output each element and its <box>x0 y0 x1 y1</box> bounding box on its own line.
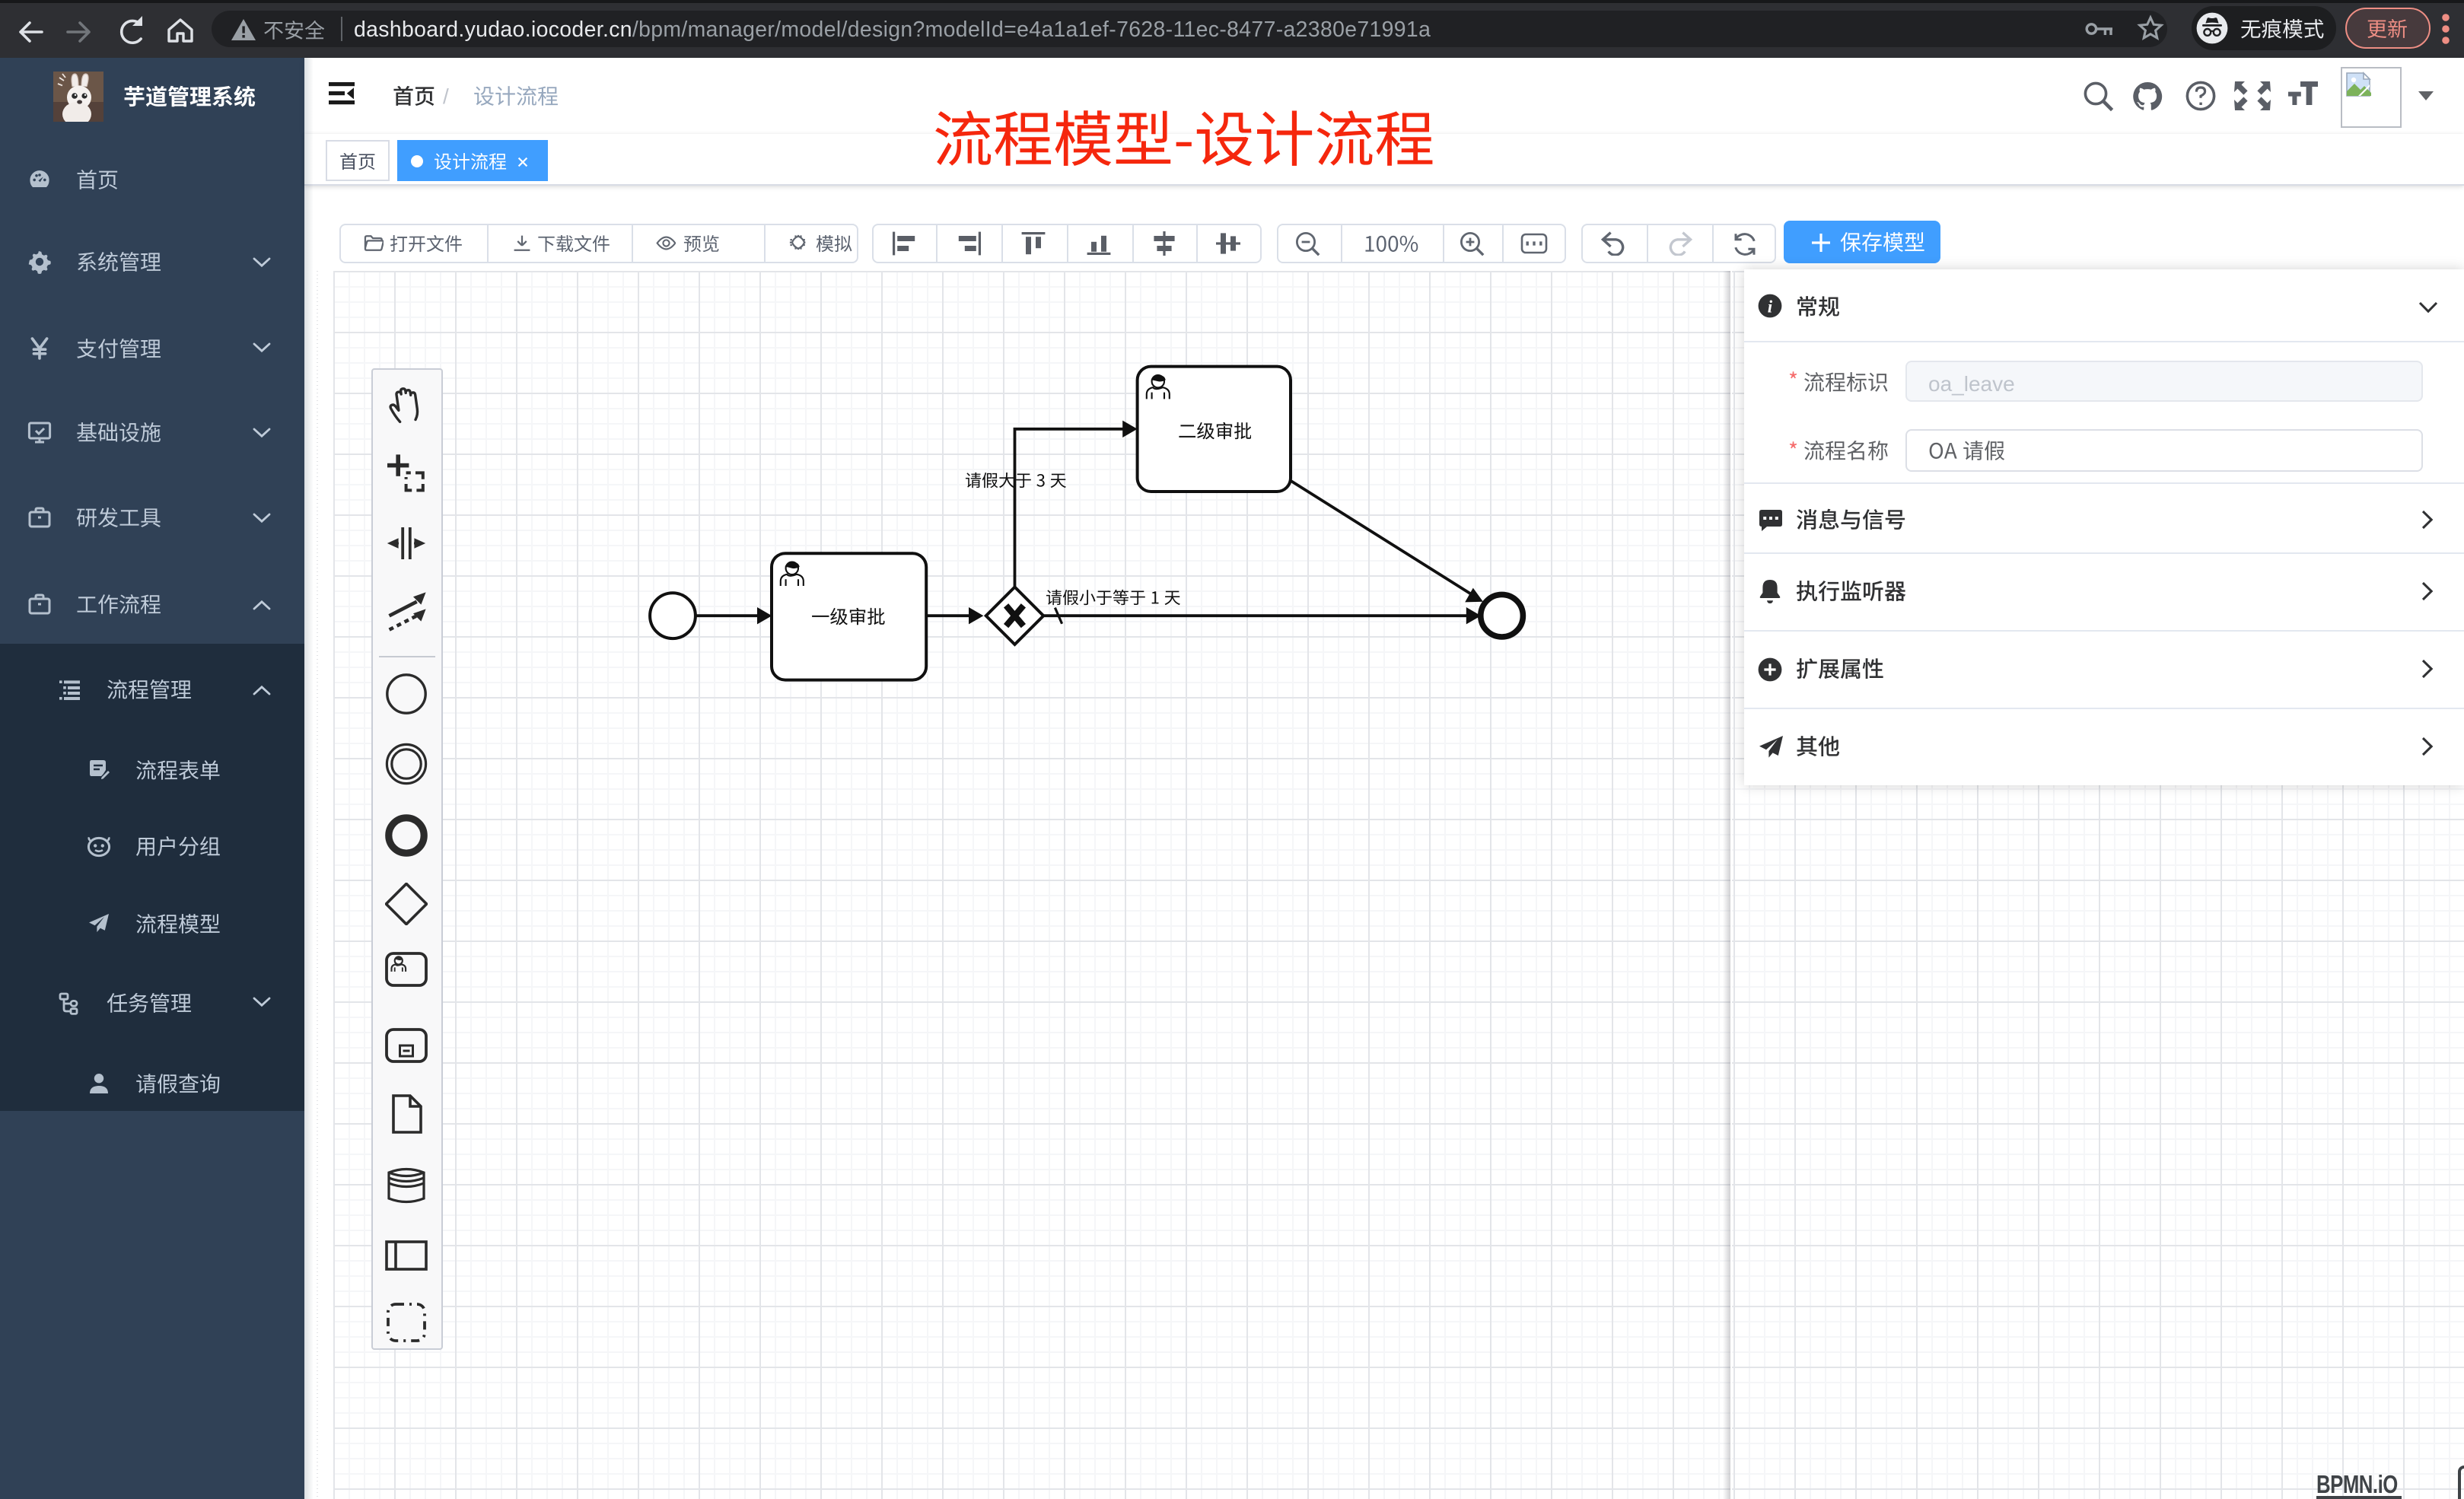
svg-text:i: i <box>1767 297 1772 316</box>
